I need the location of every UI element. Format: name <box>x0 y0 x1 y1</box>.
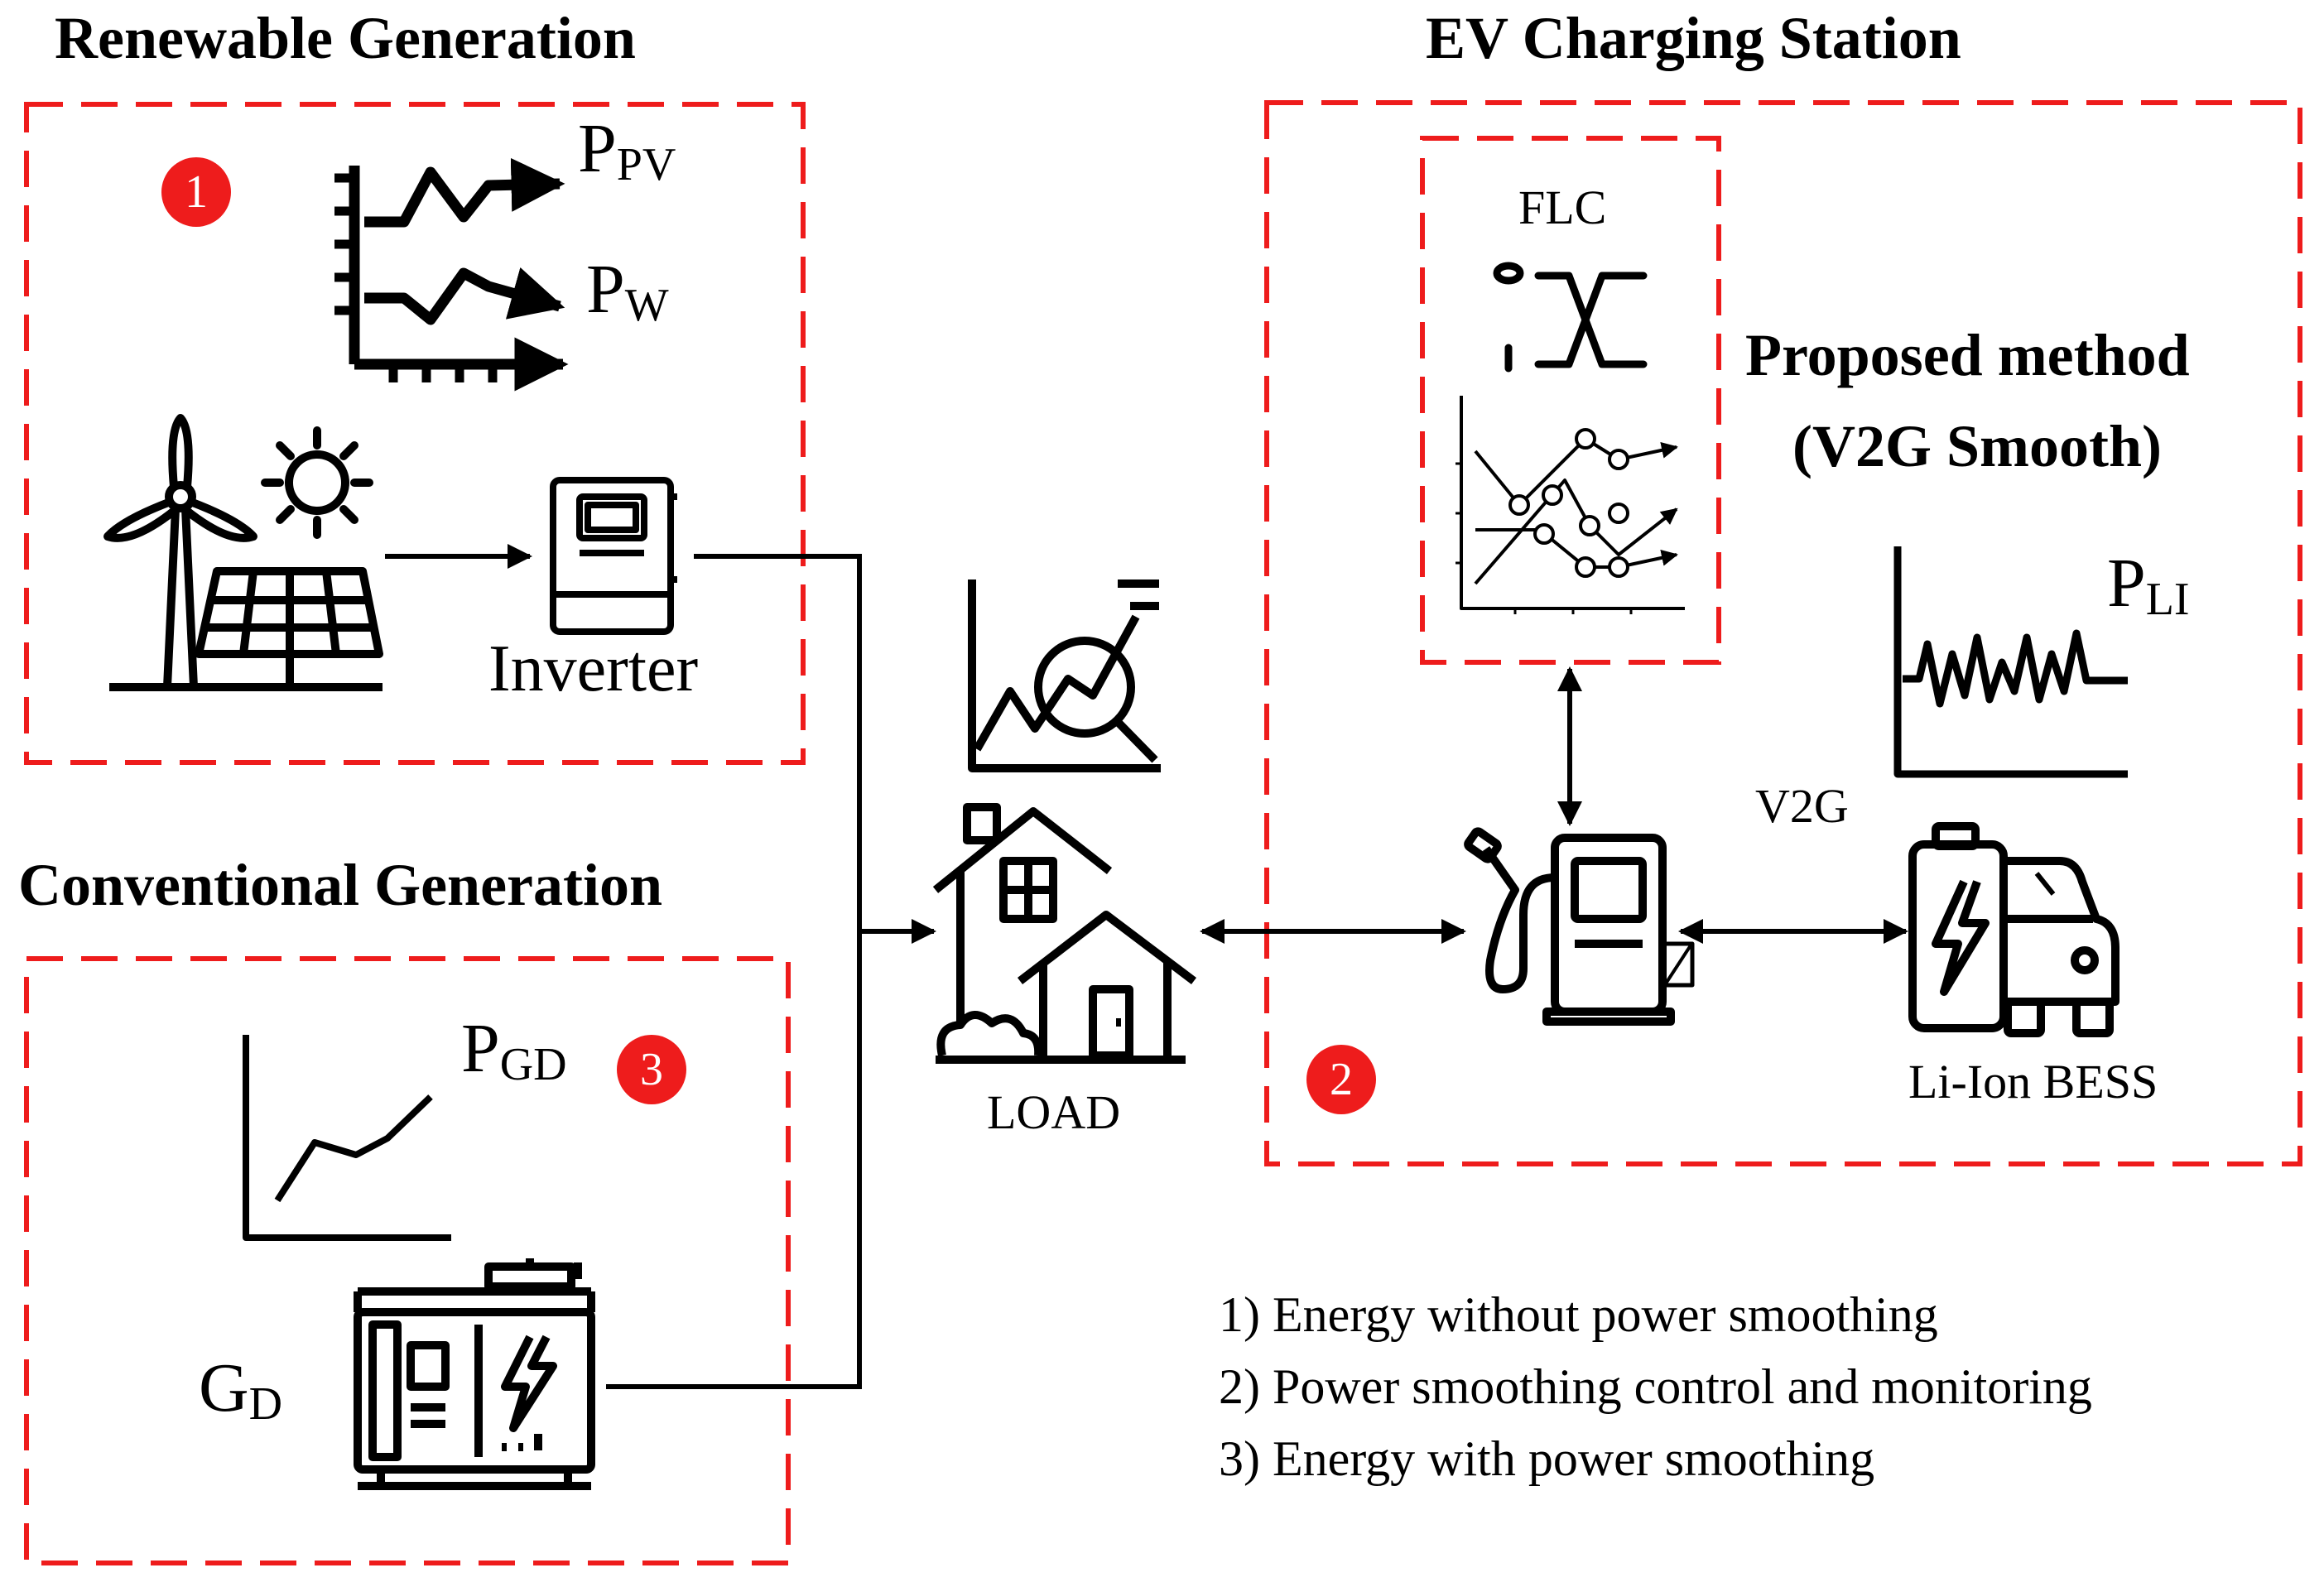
gd-label: GD <box>199 1349 283 1431</box>
proposed-method-line1: Proposed method <box>1745 322 2190 388</box>
analytics-icon <box>968 579 1161 772</box>
legend-item-1: 1) Energy without power smoothing <box>1219 1287 1938 1342</box>
conventional-box <box>24 956 791 1565</box>
pli-label: PLI <box>2107 545 2190 626</box>
bess-label: Li-Ion BESS <box>1908 1055 2158 1108</box>
legend-item-2: 2) Power smoothing control and monitorin… <box>1219 1359 2092 1414</box>
pgd-label: PGD <box>461 1010 567 1091</box>
flc-chart-icon <box>1456 396 1685 614</box>
renewable-title: Renewable Generation <box>55 5 636 71</box>
badge-ev: 2 <box>1306 1045 1376 1114</box>
ppv-label: PPV <box>578 110 676 191</box>
fuzzy-logic-icon <box>1493 262 1648 373</box>
power-chart-icon <box>334 157 569 392</box>
house-icon <box>932 803 1197 1064</box>
ev-battery-car-icon <box>1908 822 2120 1037</box>
flc-box <box>1420 136 1721 665</box>
badge-conventional: 3 <box>617 1035 686 1104</box>
legend-item-3: 3) Energy with power smoothing <box>1219 1431 1875 1486</box>
flc-label: FLC <box>1518 180 1607 234</box>
charger-icon <box>1464 827 1695 1026</box>
ev-station-box <box>1264 100 2302 1166</box>
pli-chart-icon <box>1893 546 2128 778</box>
inverter-icon <box>550 477 677 635</box>
inverter-feed-line <box>606 554 862 1389</box>
solar-panel-icon <box>109 567 383 691</box>
renewable-box <box>24 102 806 765</box>
generator-icon <box>354 1258 595 1490</box>
proposed-method-line2: (V2G Smooth) <box>1792 413 2162 479</box>
pgd-chart-icon <box>243 1035 451 1241</box>
pw-label: PW <box>586 251 669 332</box>
sun-icon <box>261 426 373 539</box>
v2g-label: V2G <box>1755 779 1849 833</box>
conventional-title: Conventional Generation <box>18 852 663 918</box>
inverter-label: Inverter <box>488 632 699 705</box>
wind-turbine-icon <box>103 414 257 691</box>
load-label: LOAD <box>987 1085 1121 1139</box>
ev-station-title: EV Charging Station <box>1426 5 1961 71</box>
badge-renewable: 1 <box>161 157 231 227</box>
